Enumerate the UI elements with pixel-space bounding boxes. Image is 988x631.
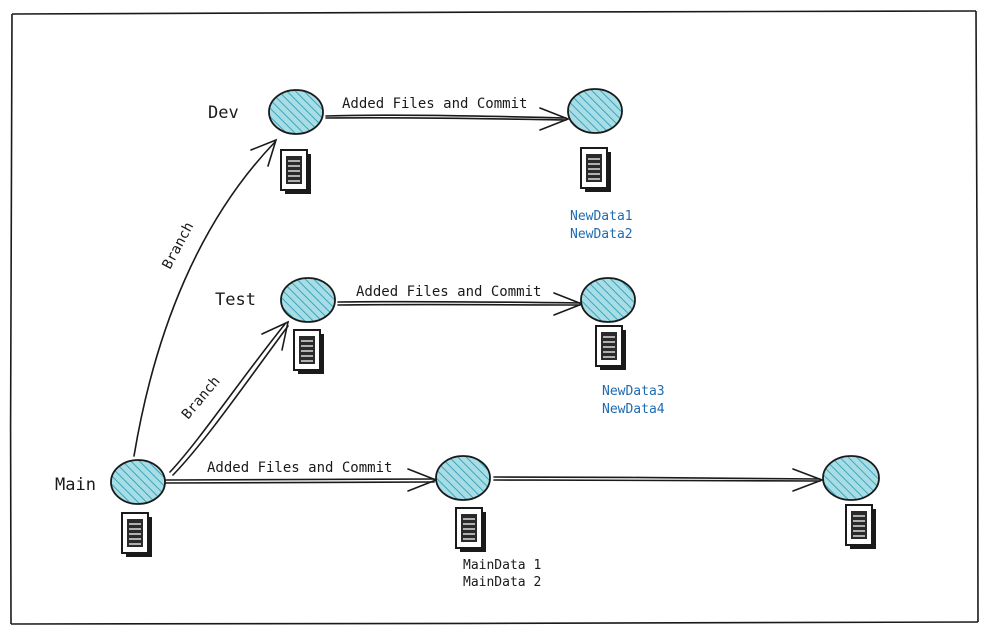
documents — [121, 147, 877, 558]
label-dev-commit: Added Files and Commit — [342, 96, 527, 112]
node-main[interactable] — [110, 459, 166, 505]
document-icon — [595, 325, 627, 371]
label-branch-test: Branch — [179, 374, 224, 423]
node-test[interactable] — [280, 277, 336, 323]
document-icon — [121, 512, 153, 558]
node-main-c3[interactable] — [822, 455, 880, 501]
file-label-test-c2-1: NewData3 — [602, 384, 665, 399]
edge-main-c2-c3 — [493, 468, 825, 492]
edge-main-to-dev — [133, 138, 278, 457]
label-dev: Dev — [208, 103, 239, 123]
edge-main-to-test — [169, 320, 290, 476]
document-icon — [455, 507, 487, 553]
file-label-dev-c2-2: NewData2 — [570, 227, 633, 242]
node-dev-c2[interactable] — [567, 88, 623, 134]
node-main-c2[interactable] — [435, 455, 491, 501]
file-label-dev-c2-1: NewData1 — [570, 209, 633, 224]
node-test-c2[interactable] — [580, 277, 636, 323]
document-icon — [580, 147, 612, 193]
file-label-test-c2-2: NewData4 — [602, 402, 665, 417]
frame — [9, 10, 979, 625]
node-dev[interactable] — [268, 89, 324, 135]
document-icon — [280, 149, 312, 195]
nodes — [110, 88, 880, 505]
label-main: Main — [55, 475, 96, 495]
document-icon — [845, 504, 877, 550]
label-test-commit: Added Files and Commit — [356, 284, 541, 300]
label-main-commit: Added Files and Commit — [207, 460, 392, 476]
label-test: Test — [215, 290, 256, 310]
document-icon — [293, 329, 325, 375]
file-label-main-c2-1: MainData 1 — [463, 558, 541, 573]
edge-dev-commit — [325, 107, 571, 131]
file-label-main-c2-2: MainData 2 — [463, 575, 541, 590]
